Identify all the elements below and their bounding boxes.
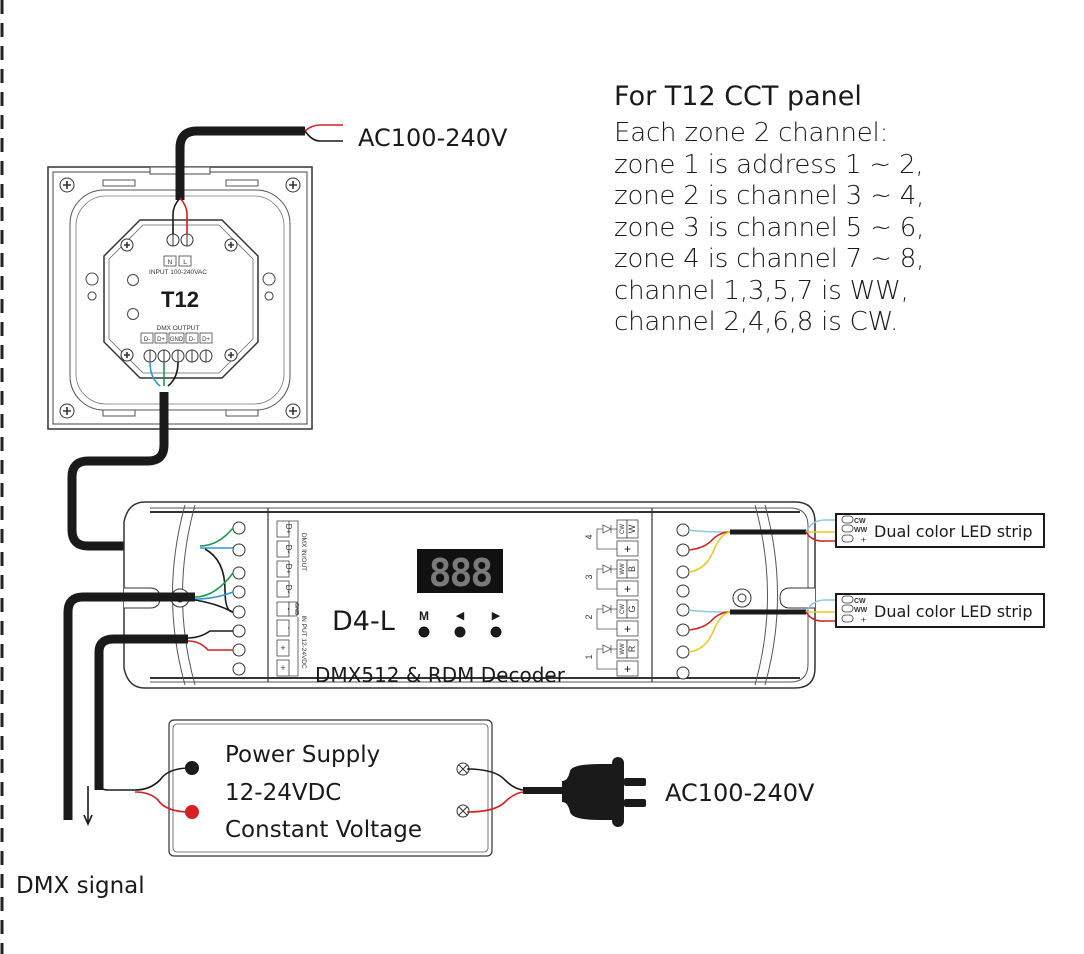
terminal-label: D- <box>144 337 150 343</box>
notes-line: channel 1,3,5,7 is WW, <box>614 275 909 306</box>
dmx-group-label: DMX IN/OUT <box>300 533 307 571</box>
decoder-right-terminals[interactable] <box>676 523 690 680</box>
channel-number: 3 <box>584 574 594 579</box>
power-plug-icon <box>523 757 646 827</box>
led-strip-label: Dual color LED strip <box>874 602 1033 621</box>
terminal-label: N <box>168 259 173 266</box>
channel-number: 1 <box>584 654 594 659</box>
led-icon <box>602 644 612 654</box>
channel-common: + <box>624 542 631 556</box>
decoder-output-wiring <box>688 519 836 653</box>
power-supply <box>98 719 526 857</box>
decoder-left-terminals[interactable] <box>232 521 246 676</box>
dc-positive-terminal <box>185 805 199 819</box>
terminal-label: GND <box>170 337 184 343</box>
dmx-signal-indicator <box>64 776 93 826</box>
strip-pin-label: CW <box>854 598 866 605</box>
terminal-label: D+ <box>284 564 293 575</box>
strip-pin-label: CW <box>854 518 866 525</box>
button-right-label: ▶ <box>492 609 501 622</box>
channel-color: R <box>627 645 637 652</box>
notes-line: channel 2,4,6,8 is CW. <box>614 307 899 337</box>
strip-pin-label: WW <box>854 527 868 534</box>
button-left-label: ◀ <box>456 609 465 622</box>
strip-pin-label: WW <box>854 607 868 614</box>
panel-power-label: AC100-240V <box>358 124 508 152</box>
notes-line: zone 3 is channel 5 ~ 6, <box>614 212 925 243</box>
notes-title: For T12 CCT panel <box>614 81 862 112</box>
button-m[interactable] <box>418 626 430 638</box>
panel-input-terminals: N L INPUT 100-240VAC <box>149 255 207 276</box>
decoder-input-wiring <box>63 527 234 820</box>
channel-type: CW <box>620 524 626 534</box>
panel-model: T12 <box>161 287 199 312</box>
channel-type: WW <box>620 643 626 655</box>
channel-type: WW <box>620 563 626 575</box>
channel-color: B <box>627 566 637 572</box>
display-readout: 888 <box>429 551 492 595</box>
power-supply-line-2: 12-24VDC <box>225 780 341 806</box>
ac-input-label: AC100-240V <box>665 779 815 807</box>
terminal-label: D- <box>284 545 293 554</box>
power-supply-line-1: Power Supply <box>225 742 380 768</box>
decoder-buttons: M ◀ ▶ <box>418 609 502 638</box>
notes-line: zone 1 is address 1 ~ 2, <box>614 149 924 180</box>
channel-common: + <box>624 622 631 636</box>
led-strip-label: Dual color LED strip <box>874 522 1033 541</box>
dc-negative-terminal <box>185 761 199 775</box>
notes-line: Each zone 2 channel: <box>614 118 889 148</box>
terminal-label: D- <box>189 337 195 343</box>
strip-pin-label: + <box>861 615 866 625</box>
button-m-label: M <box>419 609 429 623</box>
channel-common: + <box>624 582 631 596</box>
button-left[interactable] <box>454 626 466 638</box>
button-right[interactable] <box>490 626 502 638</box>
dmx-cable-panel-to-decoder <box>67 361 200 551</box>
dmx-signal-label: DMX signal <box>16 873 145 899</box>
decoder-terminal-labels: D+ D- D+ D- - GND - + + DMX IN/OUT IN PU… <box>276 520 307 677</box>
terminal-label: D- <box>284 585 293 594</box>
led-strip-1: CW WW + Dual color LED strip <box>835 513 1045 548</box>
panel-output-label: DMX OUTPUT <box>157 325 200 332</box>
channel-common: + <box>624 662 631 676</box>
notes-line: zone 2 is channel 3 ~ 4, <box>614 181 925 211</box>
terminal-label: - <box>284 627 294 630</box>
led-strip-2: CW WW + Dual color LED strip <box>835 593 1045 628</box>
decoder-display: 888 <box>417 549 503 595</box>
terminal-label: D+ <box>284 524 293 535</box>
terminal-label: - <box>284 608 293 611</box>
led-icon <box>602 524 612 534</box>
led-icon <box>602 604 612 614</box>
power-supply-line-3: Constant Voltage <box>225 817 422 843</box>
terminal-label: D+ <box>202 337 210 343</box>
terminal-label: + <box>280 663 285 673</box>
channel-notes: For T12 CCT panel Each zone 2 channel: z… <box>614 80 924 339</box>
channel-number: 2 <box>584 614 594 619</box>
decoder-model: D4-L <box>332 606 395 637</box>
notes-line: zone 4 is channel 7 ~ 8, <box>614 244 925 274</box>
gnd-label: GND <box>293 603 299 615</box>
panel-input-label: INPUT 100-240VAC <box>149 269 207 276</box>
panel-output-terminals: DMX OUTPUT D- D+ GND D- D+ <box>140 325 213 344</box>
decoder-name: DMX512 & RDM Decoder <box>315 663 566 687</box>
panel-ac-cable <box>172 124 343 234</box>
t12-panel <box>47 166 313 430</box>
channel-number: 4 <box>584 534 594 539</box>
strip-pin-label: + <box>861 535 866 545</box>
decoder-body <box>123 501 816 689</box>
channel-type: CW <box>620 604 626 614</box>
terminal-label: L <box>183 259 187 266</box>
input-group-label: IN PUT 12-24VDC <box>300 615 307 669</box>
channel-color: G <box>627 605 637 612</box>
terminal-label: + <box>280 643 285 653</box>
channel-color: W <box>627 524 637 533</box>
led-icon <box>602 564 612 574</box>
terminal-label: D+ <box>157 337 165 343</box>
